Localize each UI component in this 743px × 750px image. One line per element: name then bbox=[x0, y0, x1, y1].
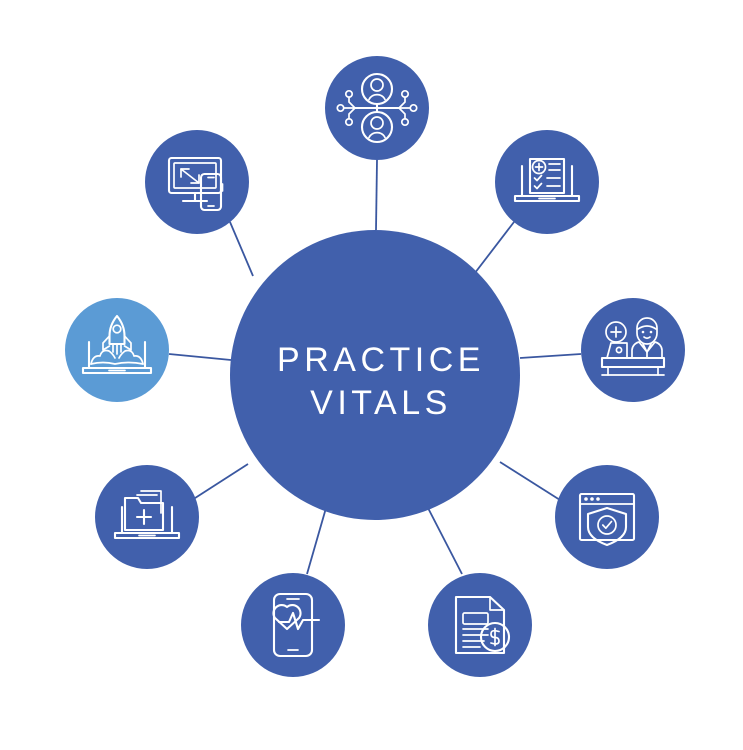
node-circle-medical-billing bbox=[428, 573, 532, 677]
spoke-line-front-desk-staff bbox=[519, 353, 582, 359]
rocket-laptop-icon bbox=[81, 314, 153, 375]
node-mobile-health[interactable] bbox=[241, 573, 345, 677]
spoke-line-medical-billing bbox=[427, 507, 463, 575]
monitor-phone-resize-icon bbox=[167, 156, 224, 212]
spoke-line-mobile-health bbox=[306, 507, 327, 575]
reception-doctor-desk-icon bbox=[600, 317, 666, 376]
hub-node[interactable]: PRACTICE VITALS bbox=[230, 230, 520, 520]
node-medical-billing[interactable] bbox=[428, 573, 532, 677]
node-responsive-design[interactable] bbox=[145, 130, 249, 234]
spoke-line-medical-records bbox=[191, 463, 249, 501]
node-electronic-health-records[interactable] bbox=[495, 130, 599, 234]
invoice-dollar-icon bbox=[454, 595, 511, 655]
node-website-security[interactable] bbox=[555, 465, 659, 569]
hub-circle bbox=[230, 230, 520, 520]
node-patient-engagement[interactable] bbox=[325, 56, 429, 160]
hub-title-line1: PRACTICE bbox=[277, 341, 485, 379]
laptop-folder-cross-icon bbox=[113, 490, 181, 540]
node-medical-records[interactable] bbox=[95, 465, 199, 569]
spoke-line-practice-growth bbox=[168, 353, 232, 361]
node-circle-electronic-health-records bbox=[495, 130, 599, 234]
hub-title-line2: VITALS bbox=[310, 384, 452, 422]
phone-heartbeat-icon bbox=[272, 592, 321, 658]
network-people-icon bbox=[336, 72, 418, 144]
laptop-checklist-icon bbox=[513, 157, 581, 203]
spoke-line-responsive-design bbox=[229, 221, 254, 277]
node-circle-mobile-health bbox=[241, 573, 345, 677]
browser-shield-check-icon bbox=[578, 492, 636, 547]
node-practice-growth[interactable] bbox=[65, 298, 169, 402]
spoke-line-patient-engagement bbox=[375, 159, 378, 231]
node-circle-front-desk-staff bbox=[581, 298, 685, 402]
node-circle-website-security bbox=[555, 465, 659, 569]
spoke-line-website-security bbox=[499, 461, 561, 501]
node-front-desk-staff[interactable] bbox=[581, 298, 685, 402]
